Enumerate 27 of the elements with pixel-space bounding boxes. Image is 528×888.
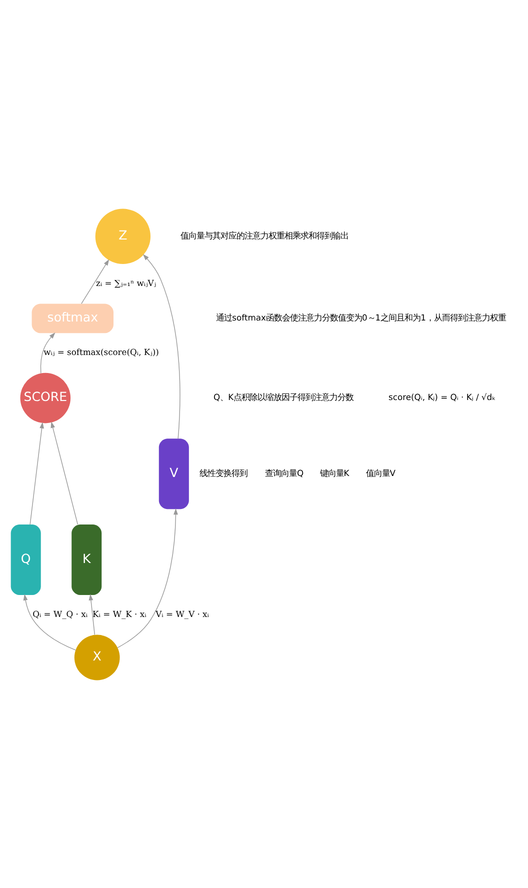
node-box: V [158,438,189,509]
node-circle: X [74,634,120,680]
label: score(Qᵢ, Kⱼ) = Qᵢ · Kⱼ / √dₖ [388,392,496,402]
label: 键向量K [320,467,350,478]
arrow [30,422,44,524]
arrow [81,258,110,304]
edge-label: Kᵢ = W_K · xᵢ [92,608,146,619]
edge-label: zᵢ = ∑ⱼ₌₁ⁿ wᵢⱼVⱼ [96,278,156,288]
arrow [88,594,96,635]
edge-label: Vᵢ = W_V · xᵢ [156,608,209,619]
arrow [142,254,180,438]
arrow [117,508,178,648]
label: 线性变换得到 [199,467,248,478]
label: 查询向量Q [264,467,304,478]
label: 值向量V [366,467,396,478]
node-box: softmax [32,303,114,333]
arrow [40,332,56,374]
label: 通过softmax函数会使注意力分数值变为0～1之间且和为1，从而得到注意力权重 [216,312,506,322]
node-circle: SCORE [20,372,71,423]
arrow [50,421,78,524]
arrow [23,594,76,650]
edge-label: wᵢⱼ = softmax(score(Qᵢ, Kⱼ)) [44,346,159,357]
node-box: Q [10,524,41,594]
label: 值向量与其对应的注意力权重相乘求和得到输出 [180,230,349,240]
node-box: K [72,524,102,594]
label: Q、K点积除以缩放因子得到注意力分数 [214,392,354,402]
edge-label: Qᵢ = W_Q · xᵢ [32,608,88,619]
